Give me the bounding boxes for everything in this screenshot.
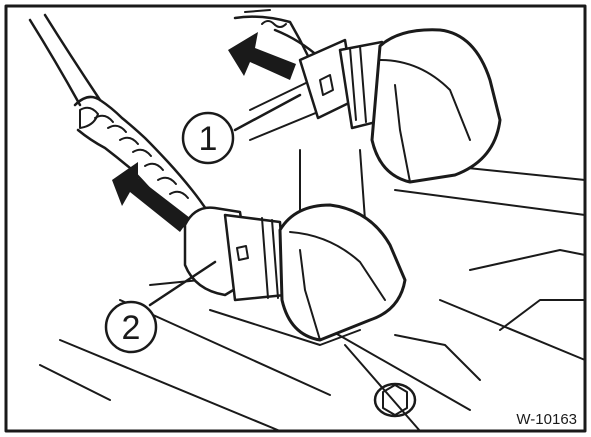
- callout-2: 2: [104, 260, 217, 354]
- mounting-bracket: [39, 39, 586, 432]
- callout-1-number: 1: [199, 120, 218, 158]
- callout-1: 1: [181, 93, 302, 165]
- callout-2-number: 2: [122, 309, 141, 347]
- pull-direction-arrow-1: [228, 32, 296, 80]
- wire-harness-lower: [28, 13, 210, 242]
- pull-direction-arrow-2: [112, 162, 190, 232]
- mounting-bolt: [373, 382, 417, 418]
- figure-id: W-10163: [516, 411, 577, 428]
- figure-frame: [4, 4, 587, 433]
- connector-2: [183, 203, 407, 342]
- connector-1: [298, 28, 502, 184]
